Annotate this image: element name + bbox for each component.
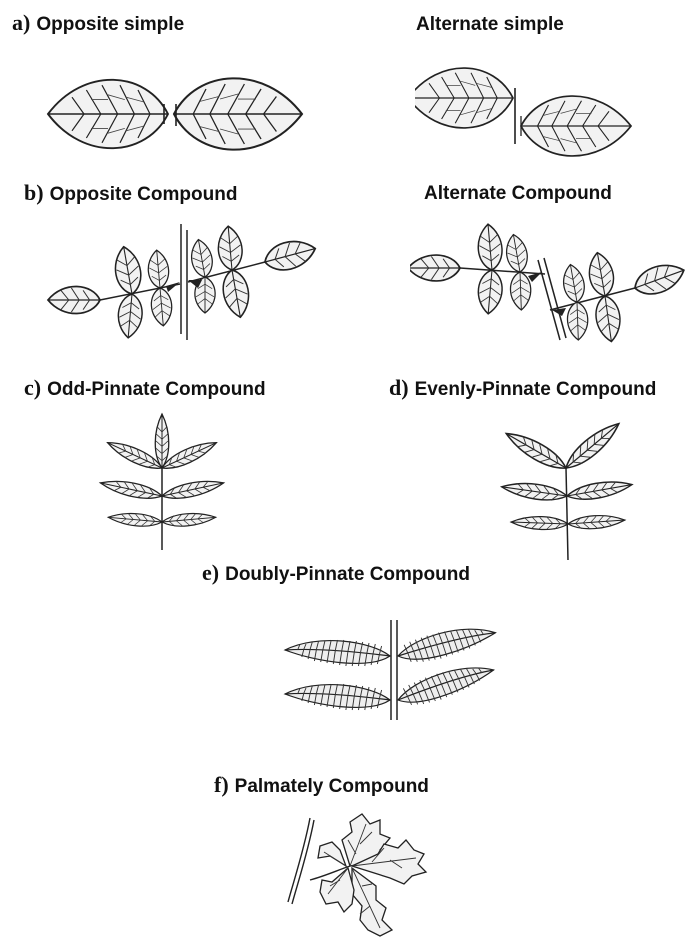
odd-pinnate-drawing: [92, 410, 232, 555]
caption-e-letter: e): [202, 560, 219, 585]
palmate-drawing: [280, 810, 450, 943]
caption-f: f) Palmately Compound: [214, 774, 429, 798]
figure-palmate: [280, 810, 450, 943]
caption-d: d) Evenly-Pinnate Compound: [389, 377, 656, 401]
figure-odd-pinnate: [92, 410, 232, 555]
caption-b-letter: b): [24, 180, 44, 205]
caption-a-right: Alternate simple: [416, 14, 564, 36]
figure-alternate-compound: [410, 222, 699, 357]
alternate-compound-drawing: [410, 222, 699, 357]
caption-f-letter: f): [214, 772, 229, 797]
opposite-compound-drawing: [40, 222, 320, 352]
caption-a-letter: a): [12, 10, 30, 35]
caption-c-letter: c): [24, 375, 41, 400]
caption-c-title: Odd-Pinnate Compound: [47, 379, 265, 400]
caption-b: b) Opposite Compound: [24, 182, 237, 206]
caption-c: c) Odd-Pinnate Compound: [24, 377, 266, 401]
figure-even-pinnate: [488, 410, 638, 565]
caption-e: e) Doubly-Pinnate Compound: [202, 562, 470, 586]
doubly-pinnate-drawing: [280, 608, 500, 728]
caption-b-right: Alternate Compound: [424, 183, 612, 205]
caption-a-right-title: Alternate simple: [416, 14, 564, 35]
figure-alternate-simple: [415, 52, 675, 162]
caption-a: a) Opposite simple: [12, 12, 184, 36]
figure-doubly-pinnate: [280, 608, 500, 728]
figure-opposite-compound: [40, 222, 320, 352]
alternate-simple-drawing: [415, 52, 675, 162]
caption-b-right-title: Alternate Compound: [424, 183, 612, 204]
caption-b-title: Opposite Compound: [50, 184, 238, 205]
caption-a-title: Opposite simple: [36, 14, 184, 35]
caption-d-letter: d): [389, 375, 409, 400]
figure-opposite-simple: [30, 52, 310, 162]
caption-d-title: Evenly-Pinnate Compound: [415, 379, 657, 400]
opposite-simple-drawing: [30, 52, 310, 162]
caption-f-title: Palmately Compound: [235, 776, 429, 797]
even-pinnate-drawing: [488, 410, 638, 565]
caption-e-title: Doubly-Pinnate Compound: [225, 564, 470, 585]
